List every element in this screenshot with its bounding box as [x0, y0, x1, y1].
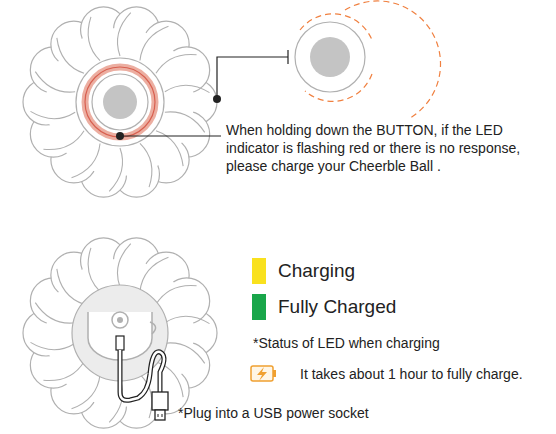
note: *Status of LED when charging: [253, 334, 440, 352]
legend-swatch: [252, 258, 266, 284]
legend-swatch: [252, 294, 266, 320]
cheerble-ball: [23, 7, 217, 197]
legend-entry: Fully Charged: [252, 294, 396, 320]
legend-text: Charging: [278, 260, 355, 282]
legend-entry: Charging: [252, 258, 355, 284]
note: *Plug into a USB power socket: [178, 404, 369, 422]
legend-text: Fully Charged: [278, 296, 396, 318]
cheerble-ball: [23, 238, 217, 428]
callout-note: When holding down the BUTTON, if the LED…: [226, 121, 548, 175]
note: It takes about 1 hour to fully charge.: [300, 365, 523, 383]
